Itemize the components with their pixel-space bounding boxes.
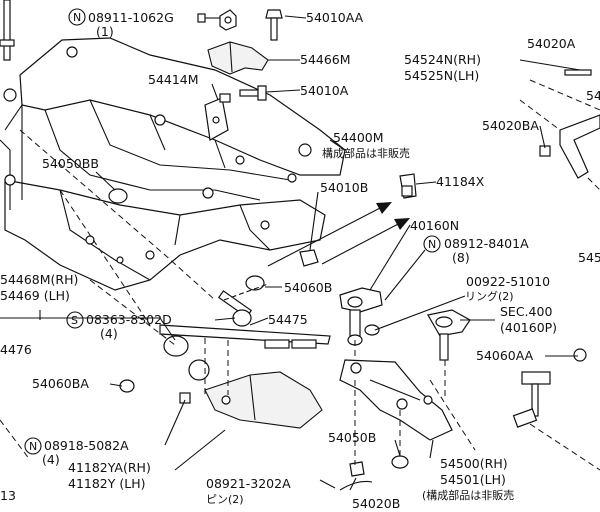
leader-ticks <box>197 13 206 23</box>
label-54020a: 54020A <box>527 36 576 51</box>
label-40160n: 40160N <box>410 218 459 233</box>
label-54500: 54500(RH) <box>440 456 508 471</box>
dashed-guides <box>0 79 600 471</box>
ball-joint-40160n <box>339 287 383 346</box>
stabilizer-bar <box>0 324 331 432</box>
label-00922-note: リング(2) <box>465 289 514 303</box>
bolt-54010a <box>239 85 267 101</box>
label-08911: N 08911-1062G (1) <box>68 8 174 39</box>
bolt-54020b <box>339 461 373 491</box>
label-54050b: 54050B <box>328 430 376 445</box>
label-41184x: 41184X <box>436 174 485 189</box>
label-54500-note: (構成部品は非販売 <box>422 488 514 502</box>
washer-54060ba <box>119 379 135 393</box>
upper-link-54524n <box>539 69 600 179</box>
svg-text:08912-8401A: 08912-8401A <box>444 236 529 251</box>
label-edge-13: 13 <box>0 488 16 503</box>
bushing-54475 <box>217 290 253 327</box>
label-41182y: 41182Y (LH) <box>68 476 146 491</box>
svg-text:S: S <box>71 314 78 327</box>
nut-08911 <box>219 9 237 31</box>
nut-08918 <box>179 392 191 404</box>
bushing-54050b <box>391 455 409 469</box>
suspension-member <box>0 37 346 291</box>
label-54010b: 54010B <box>320 180 368 195</box>
label-edge-545: 545 <box>578 250 600 265</box>
label-54010aa: 54010AA <box>306 10 364 25</box>
washer-54060b <box>245 275 265 291</box>
bolt-54010aa <box>265 9 283 41</box>
stabilizer-link <box>512 348 587 428</box>
label-41182ya: 41182YA(RH) <box>68 460 151 475</box>
bracket-41182 <box>204 371 323 429</box>
label-54414m: 54414M <box>148 72 199 87</box>
svg-text:N: N <box>428 238 436 251</box>
svg-text:(4): (4) <box>100 326 118 341</box>
label-54060b: 54060B <box>284 280 332 295</box>
label-54524n: 54524N(RH) <box>404 52 481 67</box>
label-54525n: 54525N(LH) <box>404 68 479 83</box>
assembly-arrows <box>223 202 410 301</box>
label-08918: N 08918-5082A (4) <box>24 437 129 467</box>
svg-text:N: N <box>29 440 37 453</box>
label-54468m: 54468M(RH) <box>0 272 78 287</box>
ball-joint-sec400 <box>427 309 471 361</box>
bolt-top-left <box>0 0 15 61</box>
clip-41184x <box>399 173 417 199</box>
label-54010a: 54010A <box>300 83 349 98</box>
label-54400m: 54400M <box>333 130 384 145</box>
svg-text:(8): (8) <box>452 250 470 265</box>
label-54060aa: 54060AA <box>476 348 534 363</box>
svg-text:(1): (1) <box>96 24 114 39</box>
label-54020ba: 54020BA <box>482 118 539 133</box>
lower-arm-54500 <box>339 359 453 441</box>
svg-text:08911-1062G: 08911-1062G <box>88 10 174 25</box>
bolt-54010b <box>299 249 319 267</box>
label-sec400-ref: (40160P) <box>500 320 557 335</box>
label-54020b: 54020B <box>352 496 400 511</box>
label-54400m-note: 構成部品は非販売 <box>322 146 410 160</box>
svg-text:N: N <box>73 11 81 24</box>
label-54475: 54475 <box>268 312 308 327</box>
label-08363: S 08363-8302D (4) <box>66 311 172 341</box>
svg-text:08363-8302D: 08363-8302D <box>86 312 172 327</box>
bracket-54466m <box>207 41 269 75</box>
ring-00922 <box>364 324 380 336</box>
label-54466m: 54466M <box>300 52 351 67</box>
part-labels: N 08911-1062G (1) 54010AA 54466M 54414M … <box>0 8 600 511</box>
label-08912: N 08912-8401A (8) <box>423 235 529 265</box>
label-edge-54: 54 <box>586 88 600 103</box>
label-54469: 54469 (LH) <box>0 288 70 303</box>
label-08921: 08921-3202A <box>206 476 291 491</box>
label-00922: 00922-51010 <box>466 274 550 289</box>
bushing-54050bb <box>108 188 128 204</box>
label-08921-note: ピン(2) <box>206 493 244 506</box>
leader-lines <box>0 15 581 491</box>
label-54501: 54501(LH) <box>440 472 506 487</box>
label-54050bb: 54050BB <box>42 156 99 171</box>
svg-text:(4): (4) <box>42 452 60 467</box>
bracket-54414m <box>204 93 231 141</box>
label-sec400: SEC.400 <box>500 304 552 319</box>
label-54060ba: 54060BA <box>32 376 89 391</box>
svg-text:08918-5082A: 08918-5082A <box>44 438 129 453</box>
label-4476: 4476 <box>0 342 32 357</box>
